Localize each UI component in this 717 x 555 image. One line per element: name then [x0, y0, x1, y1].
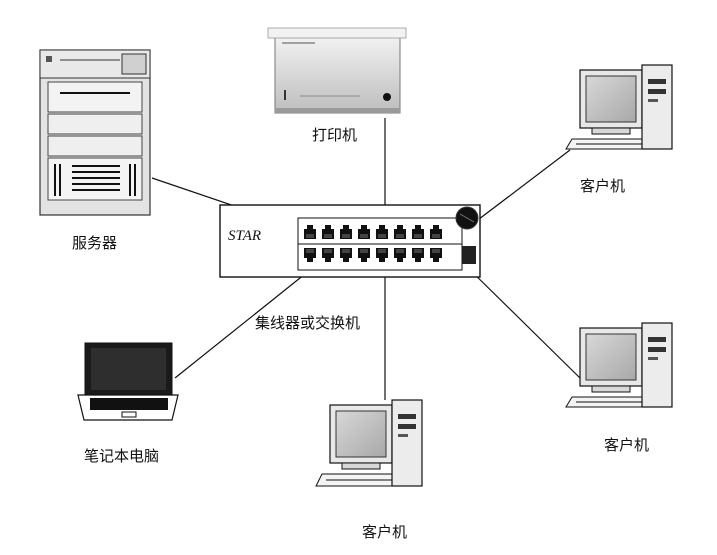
- client-bottom-label: 客户机: [362, 523, 408, 541]
- link-client-right: [461, 261, 581, 379]
- client-computer-bottom-icon: [315, 399, 423, 487]
- hub-brand: STAR: [228, 228, 261, 244]
- client-top-right-label: 客户机: [580, 177, 626, 195]
- client-computer-right-icon: [565, 322, 673, 408]
- printer-icon: [267, 27, 407, 114]
- link-laptop: [174, 261, 321, 379]
- server-icon: [39, 49, 151, 216]
- client-computer-top-right-icon: [565, 64, 673, 150]
- laptop-icon: [77, 342, 179, 421]
- hub-switch-icon: STAR: [219, 204, 481, 278]
- client-right-label: 客户机: [604, 436, 650, 454]
- printer-label: 打印机: [312, 126, 358, 144]
- hub-caption: 集线器或交换机: [255, 314, 361, 332]
- server-label: 服务器: [72, 234, 118, 252]
- laptop-label: 笔记本电脑: [84, 447, 160, 465]
